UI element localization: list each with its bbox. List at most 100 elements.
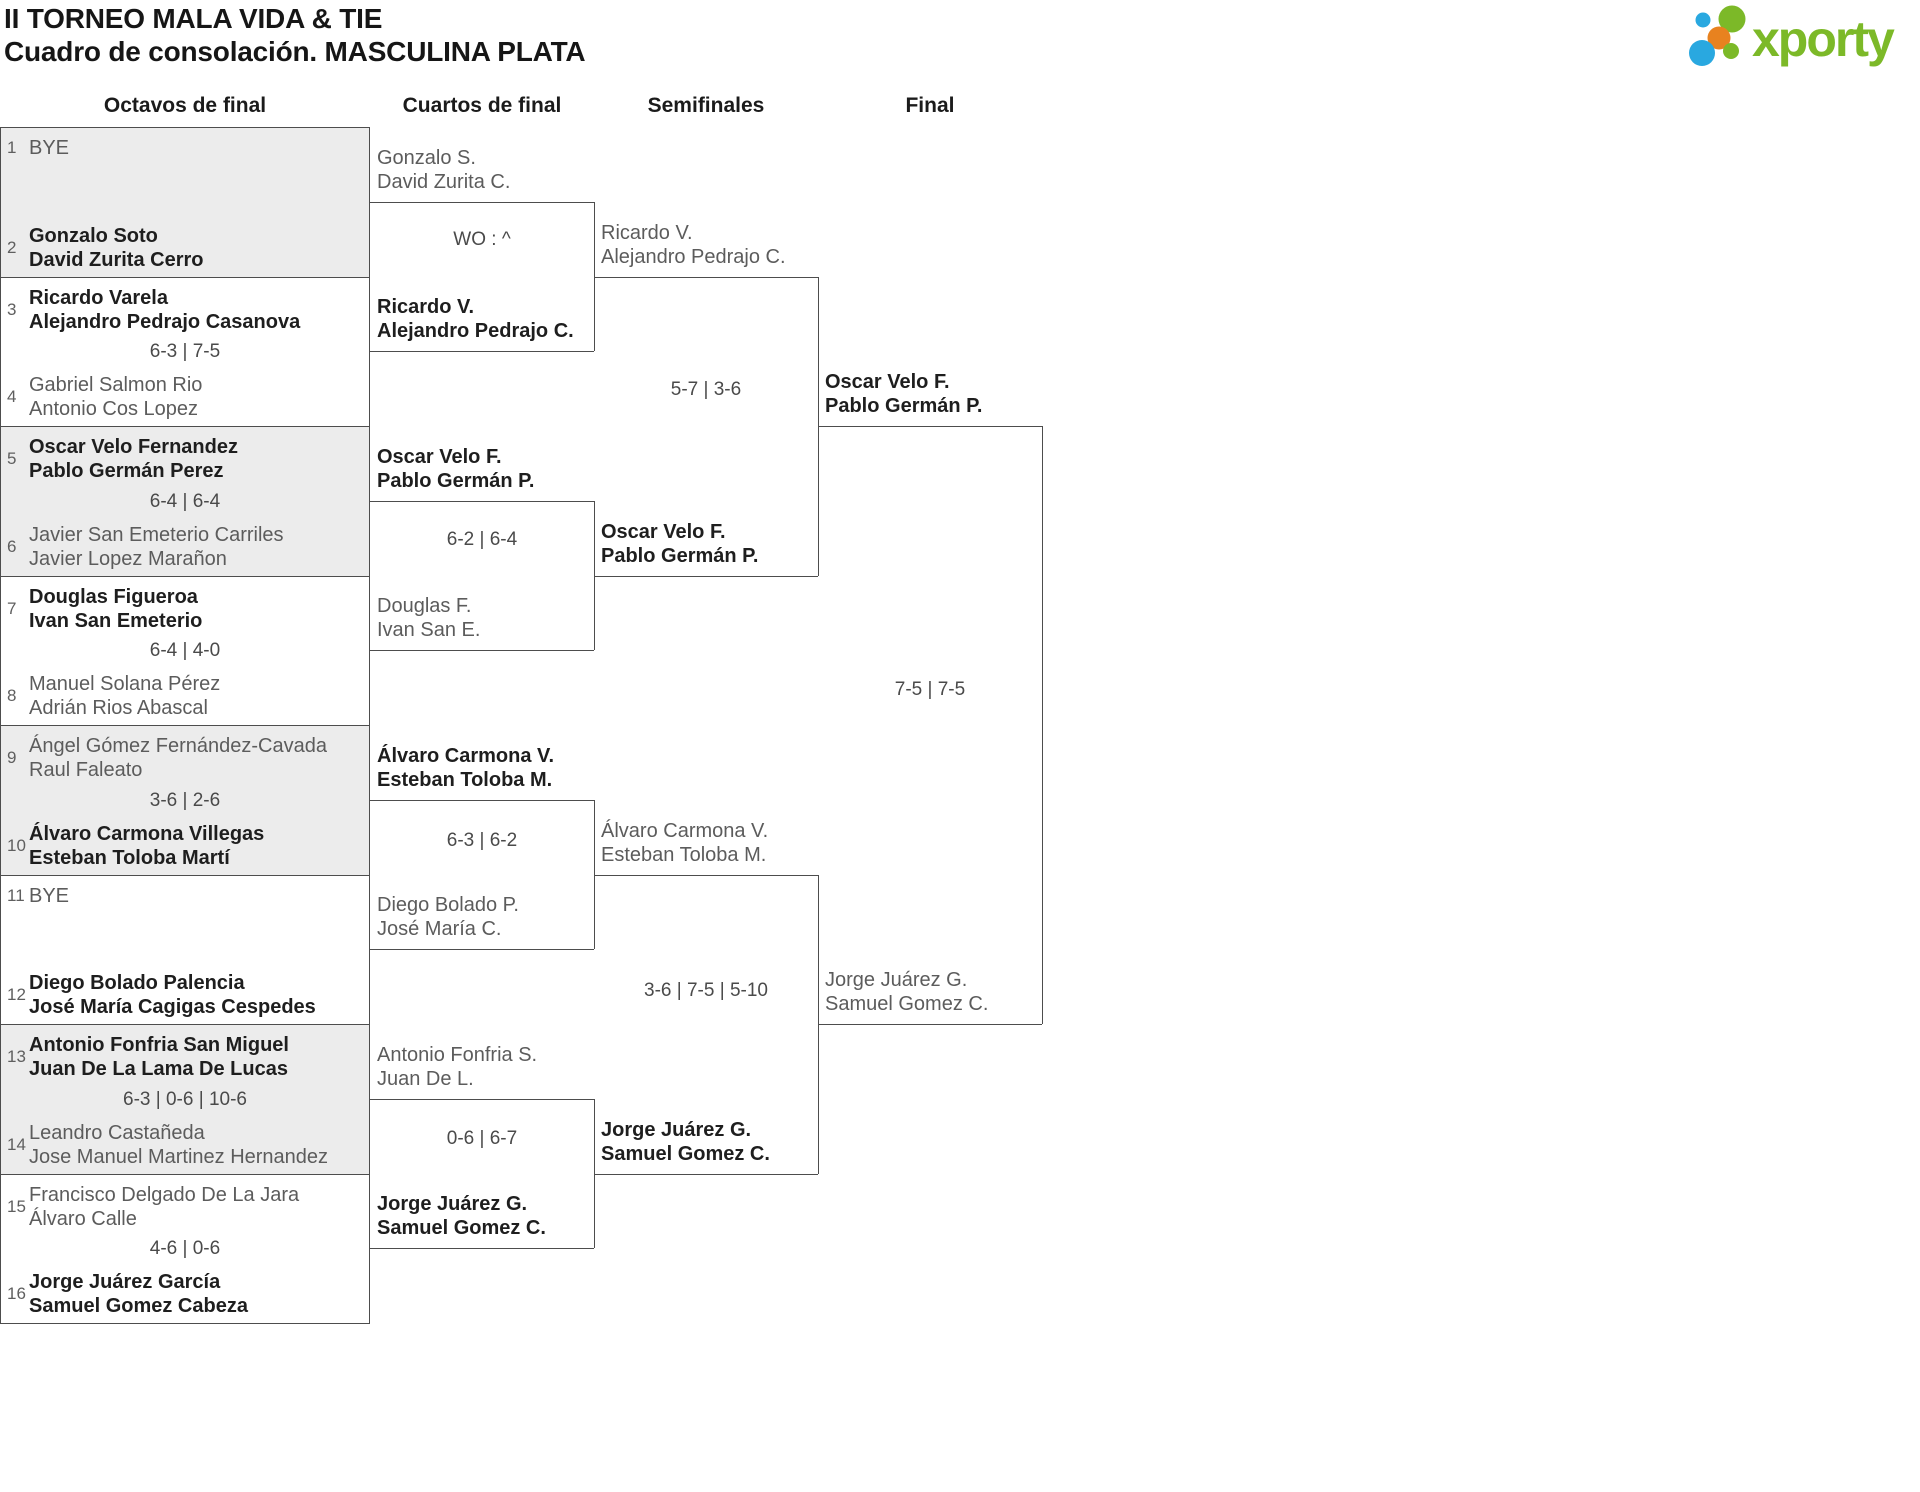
round-header-octavos: Octavos de final: [103, 94, 267, 117]
team-name-line: Douglas Figueroa: [29, 585, 198, 608]
team-name-line: Álvaro Carmona V.: [377, 745, 555, 767]
cuartos-1-top-team: Gonzalo S.David Zurita C.: [377, 146, 591, 194]
team-name-line: Diego Bolado Palencia: [29, 972, 245, 994]
slot-number: 4: [7, 387, 17, 406]
octavos-match-5-score: 3-6 | 2-6: [149, 789, 221, 811]
cuartos-4-top-team: Antonio Fonfria S.Juan De L.: [377, 1043, 591, 1091]
slot-number: 1: [7, 138, 17, 157]
slot-number: 14: [7, 1134, 26, 1154]
team-name-line: Álvaro Calle: [29, 1207, 137, 1230]
team-name-line: Ricardo Varela: [29, 286, 168, 309]
cuartos-3-score: 6-3 | 6-2: [446, 830, 518, 851]
semifinales-1-score: 5-7 | 3-6: [670, 379, 742, 400]
cuartos-2-top-team: Oscar Velo F.Pablo Germán P.: [377, 445, 591, 493]
semifinales-1-bottom-team: Oscar Velo F.Pablo Germán P.: [601, 520, 815, 568]
slot-number: 11: [7, 885, 25, 905]
semifinales-2-bottom-team: Jorge Juárez G.Samuel Gomez C.: [601, 1118, 815, 1166]
bracket-connector-line: [370, 799, 594, 801]
xporty-logo[interactable]: xporty: [1686, 2, 1918, 72]
round-header-semifinales: Semifinales: [647, 94, 765, 117]
team-name-line: Samuel Gomez Cabeza: [29, 1295, 248, 1317]
octavos-match-8-score: 4-6 | 0-6: [149, 1238, 221, 1260]
team-name-line: Pablo Germán Perez: [29, 460, 224, 482]
bracket-connector-line: [370, 201, 594, 203]
bracket-connector-line: [817, 277, 819, 576]
octavos-match-7-score: 6-3 | 0-6 | 10-6: [123, 1088, 247, 1110]
team-name-line: Gabriel Salmon Rio: [29, 374, 203, 396]
logo-dots-icon: [1689, 5, 1746, 66]
team-name-line: Francisco Delgado De La Jara: [29, 1183, 300, 1206]
team-name-line: Raul Faleato: [29, 759, 143, 781]
team-name-line: Juan De L.: [377, 1068, 474, 1090]
team-name-line: Ricardo V.: [377, 296, 475, 318]
team-name-line: BYE: [29, 884, 70, 907]
team-name-line: Ivan San Emeterio: [29, 609, 203, 632]
bracket-connector-line: [370, 350, 594, 352]
team-name-line: Douglas F.: [377, 595, 472, 617]
team-name-line: Ricardo V.: [601, 222, 693, 244]
bracket-connector-line: [817, 875, 819, 1174]
bracket-connector-line: [370, 649, 594, 651]
slot-number: 16: [7, 1284, 26, 1303]
slot-number: 13: [7, 1047, 26, 1066]
team-name-line: Samuel Gomez C.: [601, 1143, 770, 1165]
bracket-connector-line: [818, 1023, 1042, 1025]
team-name-line: Jorge Juárez García: [29, 1271, 221, 1293]
team-name-line: David Zurita Cerro: [29, 248, 204, 271]
round-header-final: Final: [905, 94, 955, 117]
bracket-connector-line: [370, 948, 594, 950]
cuartos-3-top-team: Álvaro Carmona V.Esteban Toloba M.: [377, 744, 591, 792]
slot-number: 15: [7, 1196, 26, 1216]
cuartos-1-bottom-team: Ricardo V.Alejandro Pedrajo C.: [377, 295, 591, 343]
bracket-connector-line: [818, 425, 1042, 427]
slot-number: 3: [7, 299, 17, 319]
team-name-line: Diego Bolado P.: [377, 894, 519, 916]
team-name-line: José María C.: [377, 918, 502, 940]
bracket-connector-line: [1041, 426, 1043, 1024]
cuartos-1-score: WO : ^: [453, 229, 511, 250]
team-name-line: Pablo Germán P.: [377, 470, 535, 492]
team-name-line: José María Cagigas Cespedes: [29, 996, 316, 1018]
team-name-line: Antonio Cos Lopez: [29, 398, 199, 420]
slot-number: 5: [7, 449, 17, 468]
team-name-line: BYE: [29, 137, 70, 159]
team-name-line: Alejandro Pedrajo C.: [377, 320, 574, 342]
slot-number: 2: [7, 237, 17, 257]
bracket-connector-line: [370, 1247, 594, 1249]
round-header-cuartos: Cuartos de final: [402, 94, 562, 117]
cuartos-3-bottom-team: Diego Bolado P.José María C.: [377, 893, 591, 941]
slot-number: 10: [7, 835, 26, 855]
team-name-line: Juan De La Lama De Lucas: [29, 1058, 288, 1080]
slot-number: 9: [7, 748, 17, 767]
team-name-line: Gonzalo S.: [377, 147, 476, 169]
slot-number: 6: [7, 536, 17, 556]
page-title: II TORNEO MALA VIDA & TIE: [4, 3, 383, 34]
team-name-line: Esteban Toloba M.: [377, 769, 553, 791]
team-name-line: Oscar Velo Fernandez: [29, 436, 238, 458]
bracket-connector-line: [594, 874, 818, 876]
team-name-line: Álvaro Carmona Villegas: [29, 822, 265, 845]
semifinales-2-top-team: Álvaro Carmona V.Esteban Toloba M.: [601, 819, 815, 867]
team-name-line: Pablo Germán P.: [601, 545, 759, 567]
team-name-line: Esteban Toloba M.: [601, 844, 767, 866]
bracket-connector-line: [594, 1173, 818, 1175]
